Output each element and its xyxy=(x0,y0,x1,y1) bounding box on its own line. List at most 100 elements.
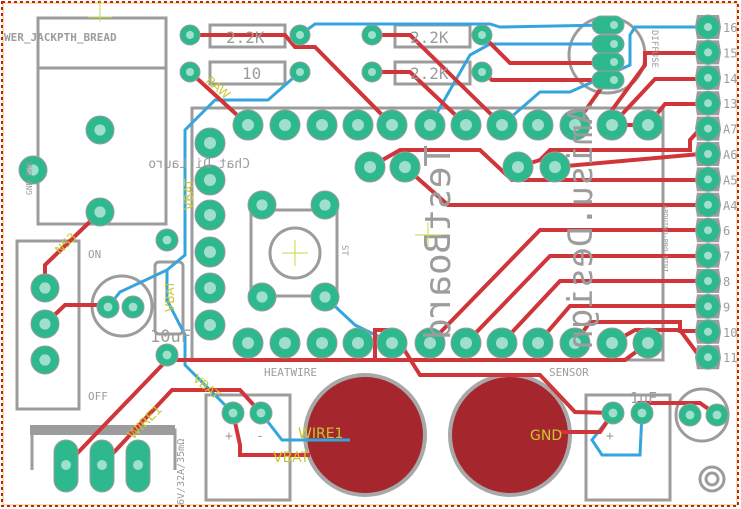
resistor-pad[interactable] xyxy=(361,24,383,46)
arduino-bottom-pad[interactable] xyxy=(232,327,264,359)
net-vbat-1: VBAT xyxy=(182,178,196,210)
arduino-bottom-pad[interactable] xyxy=(450,327,482,359)
resistor-pad[interactable] xyxy=(289,61,311,83)
arduino-top-pad[interactable] xyxy=(559,109,591,141)
arduino-side-pad[interactable] xyxy=(194,309,226,341)
arduino-side-pad[interactable] xyxy=(194,236,226,268)
resistor-pad[interactable] xyxy=(471,24,493,46)
cap-10uf-label: 10uF xyxy=(150,327,191,347)
heatwire-pad[interactable] xyxy=(307,377,423,493)
resistor-r3-value: 2.2K xyxy=(410,28,449,47)
power-jack-pad[interactable] xyxy=(85,197,115,227)
capacitor-pad[interactable] xyxy=(96,295,120,319)
arduino-top-pad[interactable] xyxy=(522,109,554,141)
header-pin-label: 8 xyxy=(723,275,730,289)
arduino-side-pad[interactable] xyxy=(194,164,226,196)
header-pin-A6[interactable]: A6 xyxy=(695,141,737,167)
header-pin-16[interactable]: 16 xyxy=(695,14,737,40)
arduino-a-pad[interactable] xyxy=(389,151,421,183)
arduino-bottom-pad[interactable] xyxy=(306,327,338,359)
arduino-bottom-pad[interactable] xyxy=(486,327,518,359)
switch-pad[interactable] xyxy=(247,282,277,312)
arduino-bottom-pad[interactable] xyxy=(342,327,374,359)
capacitor-pad[interactable] xyxy=(155,343,179,367)
resistor-pad[interactable] xyxy=(179,24,201,46)
arduino-top-pad[interactable] xyxy=(632,109,664,141)
arduino-top-pad[interactable] xyxy=(414,109,446,141)
power-jack-pad[interactable] xyxy=(18,155,48,185)
header-pin-label: 7 xyxy=(723,250,730,264)
capacitor-pad[interactable] xyxy=(601,401,625,425)
header-pin-8[interactable]: 8 xyxy=(695,268,730,294)
capacitor-pad[interactable] xyxy=(155,228,179,252)
arduino-a-pad[interactable] xyxy=(539,151,571,183)
header-pin-A4[interactable]: A4 xyxy=(695,192,737,218)
arduino-a-pad[interactable] xyxy=(354,151,386,183)
resistor-r1-value: 2.2K xyxy=(226,28,265,47)
switch-pad[interactable] xyxy=(310,282,340,312)
capacitor-pad[interactable] xyxy=(121,295,145,319)
header-pin-13[interactable]: 13 xyxy=(695,90,737,116)
led-pad[interactable] xyxy=(591,15,625,35)
arduino-top-pad[interactable] xyxy=(376,109,408,141)
header-pin-15[interactable]: 15 xyxy=(695,39,737,65)
slide-switch-pad[interactable] xyxy=(30,309,60,339)
arduino-bottom-pad[interactable] xyxy=(522,327,554,359)
header-pin-A7[interactable]: A7 xyxy=(695,116,737,142)
arduino-a-pad[interactable] xyxy=(502,151,534,183)
arduino-top-pad[interactable] xyxy=(486,109,518,141)
arduino-bottom-pad[interactable] xyxy=(269,327,301,359)
terminal-pad[interactable] xyxy=(125,439,151,493)
arduino-top-pad[interactable] xyxy=(596,109,628,141)
header-pin-9[interactable]: 9 xyxy=(695,293,730,319)
led-pad[interactable] xyxy=(591,70,625,90)
arduino-top-pad[interactable] xyxy=(450,109,482,141)
power-jack-pad[interactable] xyxy=(85,115,115,145)
arduino-bottom-pad[interactable] xyxy=(559,327,591,359)
terminal-pad[interactable] xyxy=(89,439,115,493)
arduino-top-pad[interactable] xyxy=(306,109,338,141)
arduino-bottom-pad[interactable] xyxy=(376,327,408,359)
header-pin-14[interactable]: 14 xyxy=(695,65,737,91)
resistor-pad[interactable] xyxy=(471,61,493,83)
arduino-side-pad[interactable] xyxy=(194,272,226,304)
header-pin-label: A7 xyxy=(723,123,737,137)
header-pin-11[interactable]: 11 xyxy=(695,344,737,370)
sensor-pad[interactable] xyxy=(452,377,568,493)
led-pad[interactable] xyxy=(591,34,625,54)
header-pin-7[interactable]: 7 xyxy=(695,243,730,269)
arduino-top-pad[interactable] xyxy=(232,109,264,141)
arduino-bottom-pad[interactable] xyxy=(596,327,628,359)
resistor-pad[interactable] xyxy=(289,24,311,46)
pads xyxy=(18,15,729,493)
slide-switch-pad[interactable] xyxy=(30,345,60,375)
sensor-label: SENSOR xyxy=(549,366,589,379)
header-pin-10[interactable]: 10 xyxy=(695,319,737,345)
arduino-top-pad[interactable] xyxy=(269,109,301,141)
capacitor-pad[interactable] xyxy=(678,403,702,427)
terminal-pad[interactable] xyxy=(53,439,79,493)
arduino-side-pad[interactable] xyxy=(194,127,226,159)
resistor-pad[interactable] xyxy=(179,61,201,83)
header-pin-6[interactable]: 6 xyxy=(695,217,730,243)
capacitor-pad[interactable] xyxy=(249,401,273,425)
arduino-bottom-pad[interactable] xyxy=(414,327,446,359)
arduino-side-pad[interactable] xyxy=(194,199,226,231)
slide-switch-pad[interactable] xyxy=(30,273,60,303)
led-pad[interactable] xyxy=(591,52,625,72)
header-pin-A5[interactable]: A5 xyxy=(695,166,737,192)
arduino-top-pad[interactable] xyxy=(342,109,374,141)
switch-pad[interactable] xyxy=(310,190,340,220)
terminal-rating-label: 6V/32A/35mΩ xyxy=(176,439,187,505)
author-label: Chat Di Lauro xyxy=(148,157,250,172)
switch-pad[interactable] xyxy=(247,190,277,220)
capacitor-pad[interactable] xyxy=(221,401,245,425)
resistor-pad[interactable] xyxy=(361,61,383,83)
net-wire1-1: WIRE1 xyxy=(125,402,165,442)
arduino-bottom-pad[interactable] xyxy=(632,327,664,359)
capacitor-pad[interactable] xyxy=(705,403,729,427)
capacitor-pad[interactable] xyxy=(630,401,654,425)
